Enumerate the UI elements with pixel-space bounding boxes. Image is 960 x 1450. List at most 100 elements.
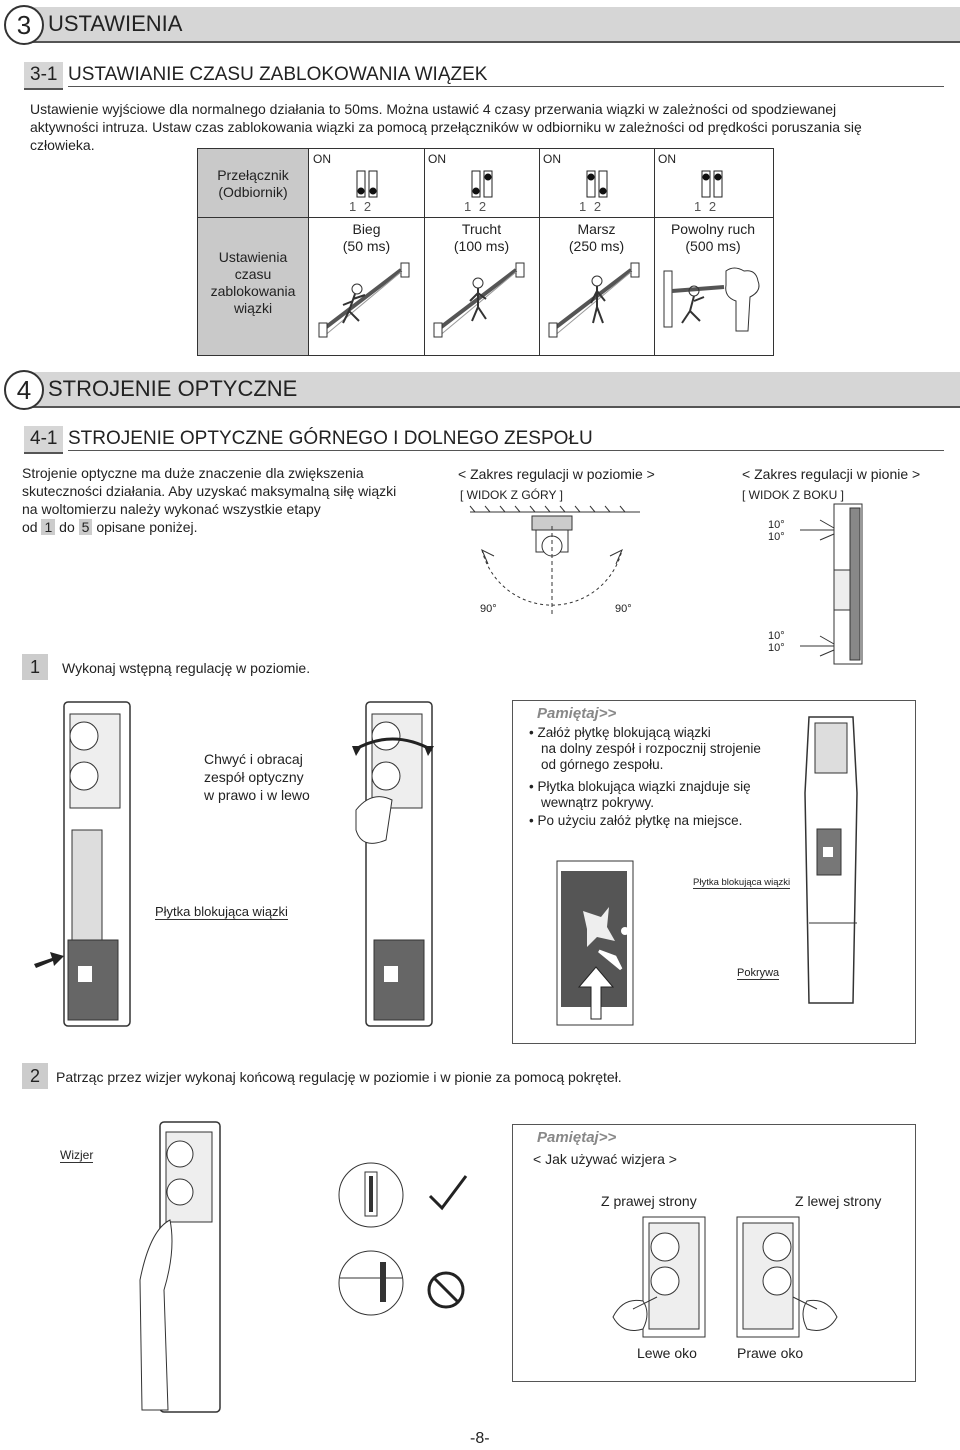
remember-box: Pamiętaj>> < Jak używać wizjera > Z praw…	[512, 1124, 916, 1382]
detector-unit-illustration	[63, 701, 131, 1027]
subsection-title: USTAWIANIE CZASU ZABLOKOWANIA WIĄZEK	[68, 64, 944, 87]
table-column-walk: ON 1 2 Marsz(250 ms)	[539, 149, 655, 355]
dip-switch-icon	[471, 170, 493, 198]
running-person-icon	[318, 262, 410, 338]
row-label-line: czasu	[234, 266, 272, 282]
paragraph-line: na woltomierzu należy wykonać wszystkie …	[22, 501, 321, 517]
dip-switch-icon	[586, 170, 608, 198]
step-number: 1	[22, 654, 48, 680]
section-number: 3	[4, 5, 44, 45]
step-text: Patrząc przez wizjer wykonaj końcową reg…	[56, 1069, 622, 1085]
remember-title: Pamiętaj>>	[537, 705, 617, 722]
angle-label: 90°	[615, 603, 632, 615]
viewfinder-usage-illustration	[139, 1121, 221, 1413]
right-eye-label: Prawe oko	[737, 1345, 804, 1361]
subsection-number: 3-1	[24, 62, 64, 90]
paragraph-line: od 1 do 5 opisane poniżej.	[22, 518, 198, 536]
text-fragment: do	[59, 519, 75, 535]
instruction-line: zespół optyczny	[204, 769, 304, 785]
step-ref-badge: 1	[41, 519, 56, 535]
right-side-view-illustration	[612, 1216, 706, 1338]
bullet-line: na dolny zespół i rozpocznij strojenie	[541, 741, 761, 756]
walking-person-icon	[548, 262, 640, 338]
remember-bullet: • Po użyciu załóż płytkę na miejsce.	[529, 813, 742, 829]
angle-label: 10°	[768, 630, 785, 642]
dip-numbers: 1 2	[464, 199, 489, 214]
angle-label: 90°	[480, 603, 497, 615]
bullet-line: wewnątrz pokrywy.	[541, 795, 655, 810]
table-column-run: ON 1 2 Bieg(50 ms)	[309, 149, 425, 355]
row-label-line: wiązki	[233, 300, 273, 316]
cover-callout: Pokrywa	[737, 967, 780, 980]
on-label: ON	[313, 152, 331, 166]
mode-time: (100 ms)	[453, 238, 510, 254]
mode-name: Powolny ruch	[670, 221, 756, 237]
viewfinder-callout: Wizjer	[60, 1148, 94, 1163]
side-view-label: [ WIDOK Z BOKU ]	[742, 488, 845, 502]
mode-time: (500 ms)	[685, 238, 741, 254]
bullet-line: od górnego zespołu.	[541, 757, 664, 772]
table-column-slow: ON 1 2 Powolny ruch(500 ms)	[654, 149, 772, 355]
left-eye-label: Lewe oko	[637, 1345, 697, 1361]
beam-time-table: Przełącznik (Odbiornik) Ustawienia czasu…	[197, 148, 774, 356]
horizontal-range-diagram	[469, 505, 640, 616]
left-side-label: Z lewej strony	[795, 1193, 882, 1209]
row-label-line: zablokowania	[210, 283, 296, 299]
push-arrow-icon	[34, 952, 64, 968]
dip-numbers: 1 2	[349, 199, 374, 214]
correct-view-circle	[338, 1162, 404, 1228]
check-mark-icon	[428, 1175, 468, 1211]
paragraph-line: skuteczności działania. Aby uzyskać maks…	[22, 483, 397, 499]
jogging-person-icon	[433, 262, 525, 338]
crawling-person-icon	[663, 267, 760, 332]
instruction-line: Chwyć i obracaj	[204, 751, 303, 767]
horizontal-range-title: < Zakres regulacji w poziomie >	[458, 466, 655, 482]
on-label: ON	[543, 152, 561, 166]
bullet-line: • Po użyciu załóż płytkę na miejsce.	[529, 813, 743, 828]
row-label-line: (Odbiornik)	[218, 184, 288, 200]
paragraph-line: Strojenie optyczne ma duże znaczenie dla…	[22, 465, 364, 481]
vertical-range-diagram	[800, 503, 863, 665]
cover-illustration	[804, 716, 858, 1004]
detector-unit-rotating-illustration	[352, 701, 434, 1027]
top-view-label: [ WIDOK Z GÓRY ]	[460, 488, 563, 502]
vertical-range-title: < Zakres regulacji w pionie >	[742, 466, 921, 482]
dip-switch-icon	[701, 170, 723, 198]
page-number: -8-	[470, 1430, 490, 1447]
instruction-text: Chwyć i obracaj zespół optyczny w prawo …	[204, 750, 310, 804]
angle-label: 10°	[768, 642, 785, 654]
step-text: Wykonaj wstępną regulację w poziomie.	[62, 660, 311, 676]
section-number: 4	[4, 370, 44, 410]
left-side-view-illustration	[736, 1216, 838, 1338]
bullet-line: • Płytka blokująca wiązki znajduje się	[529, 779, 751, 794]
incorrect-view-circle	[338, 1250, 404, 1316]
mode-time: (50 ms)	[342, 238, 391, 254]
subsection-title: STROJENIE OPTYCZNE GÓRNEGO I DOLNEGO ZES…	[68, 428, 944, 451]
dip-switch-icon	[356, 170, 378, 198]
mode-name: Trucht	[461, 221, 502, 237]
subsection-number: 4-1	[24, 426, 64, 454]
row-label-line: Ustawienia	[218, 249, 288, 265]
paragraph-line: Ustawienie wyjściowe dla normalnego dzia…	[30, 101, 837, 117]
table-column-jog: ON 1 2 Trucht(100 ms)	[424, 149, 540, 355]
step-number: 2	[22, 1063, 48, 1089]
instruction-line: w prawo i w lewo	[204, 787, 310, 803]
bullet-line: • Załóż płytkę blokującą wiązki	[529, 725, 711, 740]
remember-bullet: • Płytka blokująca wiązki znajduje się w…	[529, 779, 751, 811]
section-title: STROJENIE OPTYCZNE	[30, 372, 960, 408]
table-label-column: Przełącznik (Odbiornik) Ustawienia czasu…	[198, 149, 309, 355]
on-label: ON	[658, 152, 676, 166]
section-title: USTAWIENIA	[30, 7, 960, 43]
on-label: ON	[428, 152, 446, 166]
remember-box: Pamiętaj>> • Załóż płytkę blokującą wiąz…	[512, 700, 916, 1044]
remember-subtitle: < Jak używać wizjera >	[533, 1151, 677, 1167]
paragraph-line: aktywności intruza. Ustaw czas zablokowa…	[30, 119, 862, 135]
step-ref-badge: 5	[78, 519, 93, 535]
right-side-label: Z prawej strony	[601, 1193, 697, 1209]
dip-numbers: 1 2	[579, 199, 604, 214]
mode-name: Bieg	[352, 221, 381, 237]
dip-numbers: 1 2	[694, 199, 719, 214]
remember-bullet: • Załóż płytkę blokującą wiązki na dolny…	[529, 725, 761, 773]
prohibited-icon	[427, 1271, 465, 1309]
row-label-line: Przełącznik	[217, 167, 289, 183]
